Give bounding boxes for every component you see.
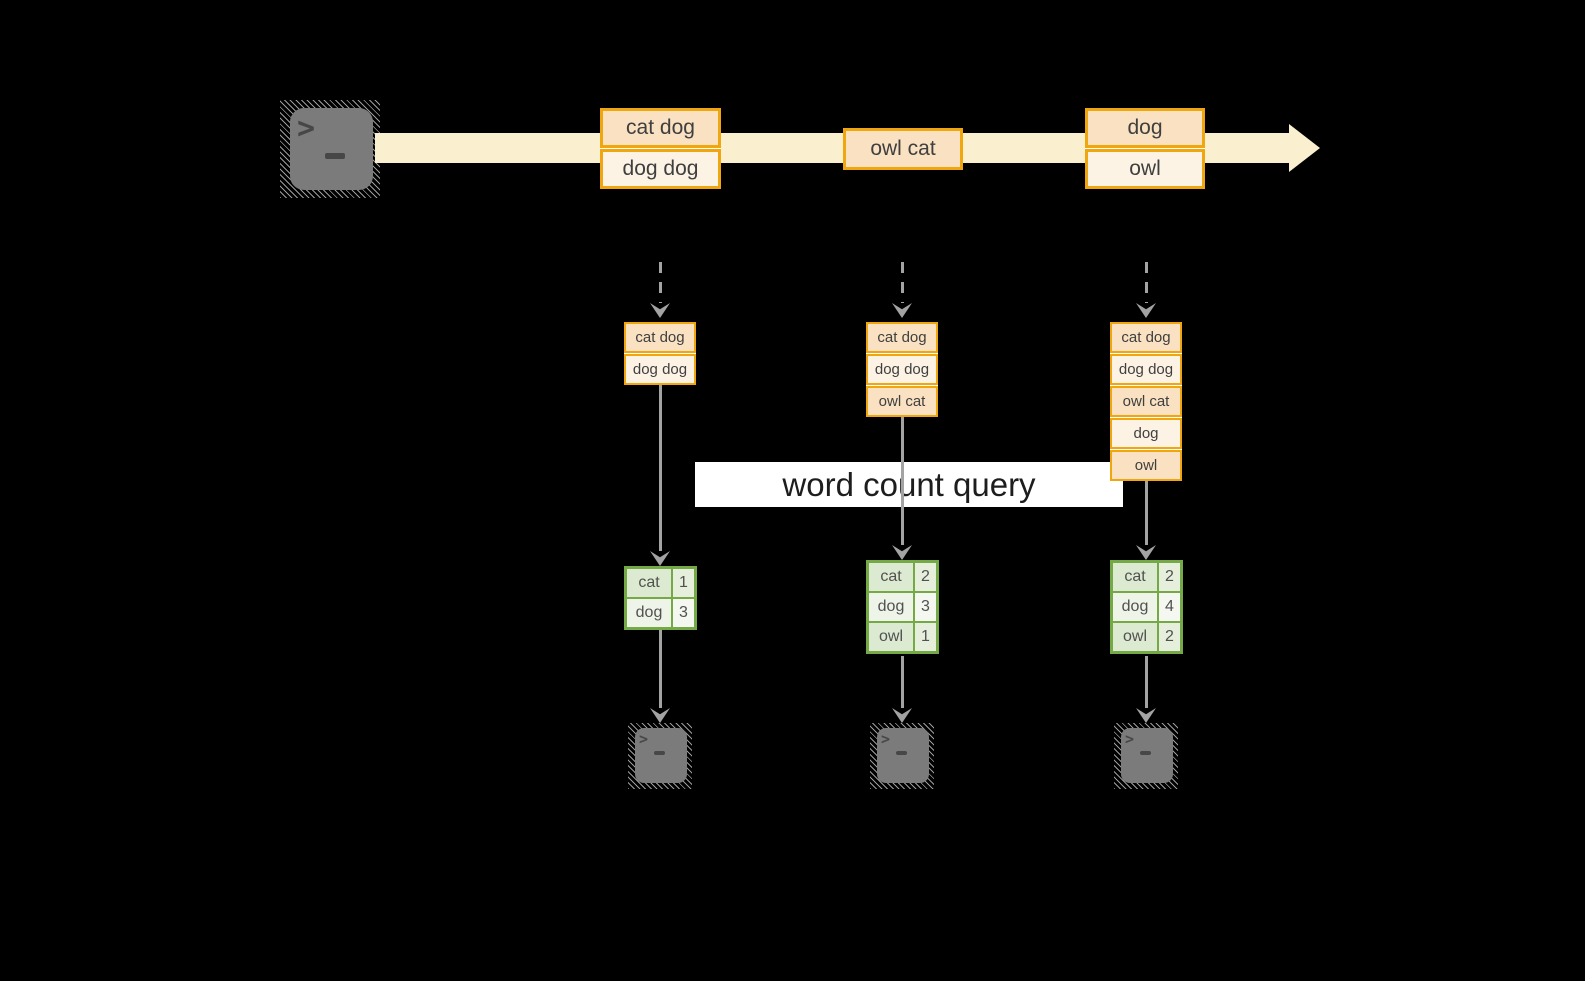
terminal-screen [1121, 728, 1173, 783]
query-arrow-3 [1145, 481, 1148, 545]
output-terminal-icon-2: > [870, 723, 934, 789]
buffer-record: cat dog [1110, 322, 1182, 353]
event-record: owl [1085, 149, 1205, 189]
event-record: dog [1085, 108, 1205, 148]
prompt-chevron-icon: > [639, 730, 649, 748]
ingest-arrow-3 [1145, 262, 1148, 303]
event-record: owl cat [843, 128, 963, 170]
count-value: 2 [915, 563, 936, 591]
output-terminal-icon-3: > [1114, 723, 1178, 789]
prompt-underscore-icon [325, 153, 345, 159]
buffer-record: dog dog [624, 354, 696, 385]
prompt-underscore-icon [654, 751, 665, 755]
buffer-record: owl [1110, 450, 1182, 481]
buffer-record: dog [1110, 418, 1182, 449]
count-word: cat [1113, 563, 1157, 591]
query-banner: word count query [695, 462, 1123, 507]
query-arrowhead-3 [1136, 545, 1156, 560]
buffer-record: owl cat [1110, 386, 1182, 417]
prompt-underscore-icon [896, 751, 907, 755]
event-box-1: cat dog dog dog [600, 108, 721, 189]
terminal-screen [635, 728, 687, 783]
ingest-arrowhead-3 [1136, 303, 1156, 318]
count-value: 4 [1159, 593, 1180, 621]
ingest-arrow-2 [901, 262, 904, 303]
ingest-arrow-1 [659, 262, 662, 303]
buffer-stack-2: cat dog dog dog owl cat [866, 322, 938, 417]
prompt-chevron-icon: > [297, 111, 316, 146]
result-arrow-3 [1145, 656, 1148, 708]
count-table-1: cat 1 dog 3 [624, 566, 697, 630]
query-arrowhead-2 [892, 545, 912, 560]
count-word: dog [627, 599, 671, 627]
count-word: owl [1113, 623, 1157, 651]
prompt-chevron-icon: > [1125, 730, 1135, 748]
ingest-arrowhead-1 [650, 303, 670, 318]
count-word: cat [869, 563, 913, 591]
count-value: 1 [915, 623, 936, 651]
ingest-arrowhead-2 [892, 303, 912, 318]
prompt-underscore-icon [1140, 751, 1151, 755]
prompt-chevron-icon: > [881, 730, 891, 748]
count-word: dog [869, 593, 913, 621]
result-arrowhead-3 [1136, 708, 1156, 723]
terminal-screen [290, 108, 373, 190]
buffer-record: dog dog [866, 354, 938, 385]
count-word: owl [869, 623, 913, 651]
count-table-2: cat 2 dog 3 owl 1 [866, 560, 939, 654]
terminal-screen [877, 728, 929, 783]
buffer-record: cat dog [866, 322, 938, 353]
event-box-2: owl cat [843, 128, 963, 170]
event-record: dog dog [600, 149, 721, 189]
count-word: cat [627, 569, 671, 597]
result-arrowhead-2 [892, 708, 912, 723]
count-value: 2 [1159, 623, 1180, 651]
result-arrow-2 [901, 656, 904, 708]
query-arrow-2 [901, 417, 904, 545]
count-word: dog [1113, 593, 1157, 621]
count-value: 2 [1159, 563, 1180, 591]
event-box-3: dog owl [1085, 108, 1205, 189]
event-record: cat dog [600, 108, 721, 148]
query-arrowhead-1 [650, 551, 670, 566]
result-arrow-1 [659, 630, 662, 708]
count-value: 3 [673, 599, 694, 627]
buffer-stack-3: cat dog dog dog owl cat dog owl [1110, 322, 1182, 481]
count-value: 3 [915, 593, 936, 621]
buffer-stack-1: cat dog dog dog [624, 322, 696, 385]
buffer-record: dog dog [1110, 354, 1182, 385]
count-value: 1 [673, 569, 694, 597]
count-table-3: cat 2 dog 4 owl 2 [1110, 560, 1183, 654]
buffer-record: owl cat [866, 386, 938, 417]
buffer-record: cat dog [624, 322, 696, 353]
result-arrowhead-1 [650, 708, 670, 723]
stream-timeline-arrowhead [1289, 124, 1320, 172]
output-terminal-icon-1: > [628, 723, 692, 789]
query-arrow-1 [659, 385, 662, 551]
source-terminal-icon: > [280, 100, 380, 198]
